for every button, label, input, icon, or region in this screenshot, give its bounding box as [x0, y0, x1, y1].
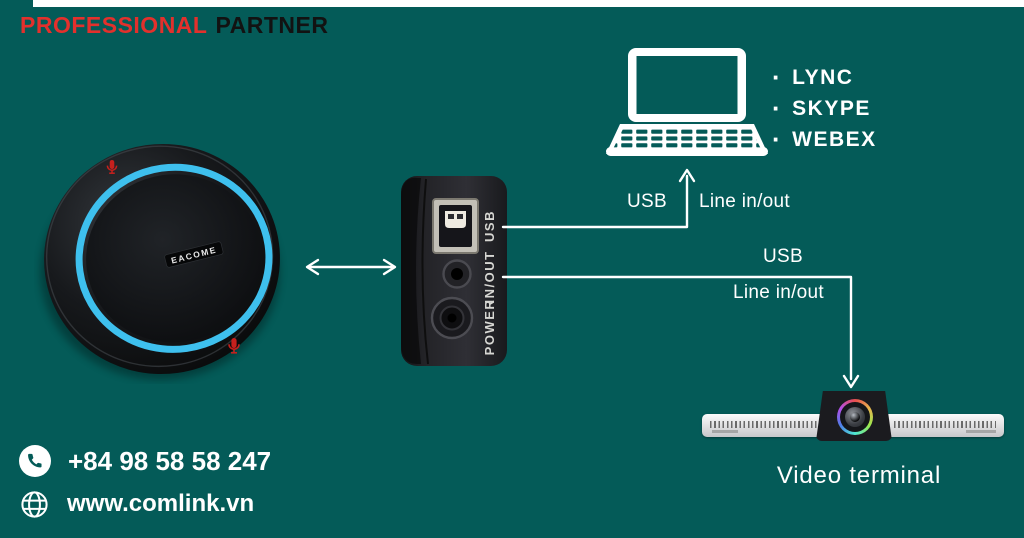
rear-panel-image: USB IN/OUT POWER [401, 176, 507, 366]
speaker-grille-left [710, 421, 820, 428]
bar-fineprint-left [712, 430, 738, 433]
app-item-webex: · WEBEX [772, 124, 877, 155]
globe-icon [17, 487, 51, 521]
audio-jack [442, 259, 472, 289]
arrow-left-icon [305, 258, 320, 276]
mic-icon-top [106, 160, 118, 174]
contact-phone-row: +84 98 58 58 247 [18, 444, 271, 478]
rear-panel-side [401, 177, 421, 364]
arrow-down-icon [842, 374, 860, 389]
arrow-right-icon [382, 258, 397, 276]
banner-title: PROFESSIONAL PARTNER [20, 12, 328, 39]
banner-word-professional: PROFESSIONAL [20, 12, 208, 38]
port-label-usb: USB [482, 210, 497, 242]
laptop-usb-label: USB [627, 191, 667, 212]
usb-port [432, 198, 479, 254]
video-terminal-group: Video terminal [698, 386, 1020, 496]
phone-number: +84 98 58 58 247 [68, 445, 272, 476]
terminal-line-label: Line in/out [733, 282, 824, 303]
bullet-icon: · [772, 62, 783, 92]
speakerphone-image: EACOME [40, 143, 280, 380]
mic-icon-bottom [228, 338, 240, 354]
camera-lens [837, 399, 873, 435]
port-label-inout: IN/OUT [482, 250, 497, 303]
app-item-skype: · SKYPE [772, 93, 877, 124]
power-jack [430, 296, 474, 340]
bullet-icon: · [772, 124, 783, 154]
app-item-lync: · LYNC [772, 62, 877, 93]
rear-panel-seam [421, 178, 429, 365]
contact-website-row: www.comlink.vn [17, 487, 254, 521]
phone-icon [18, 444, 52, 478]
bar-fineprint-right [966, 430, 996, 433]
speaker-grille-right [894, 421, 996, 428]
app-label: WEBEX [792, 128, 877, 151]
terminal-usb-label: USB [763, 246, 803, 267]
arrow-up-icon [678, 168, 696, 183]
port-label-power: POWER [482, 299, 497, 356]
banner-word-partner: PARTNER [215, 12, 329, 38]
laptop-apps-list: · LYNC · SKYPE · WEBEX [772, 62, 877, 155]
bullet-icon: · [772, 93, 783, 123]
connector-panel-to-laptop [501, 174, 689, 229]
led-ring [75, 163, 273, 353]
app-label: LYNC [792, 66, 854, 89]
video-terminal-caption: Video terminal [776, 462, 942, 489]
laptop-line-label: Line in/out [699, 191, 790, 212]
connector-panel-to-terminal [501, 275, 853, 381]
app-label: SKYPE [792, 97, 871, 120]
laptop-icon [606, 48, 768, 156]
website-url: www.comlink.vn [67, 490, 255, 517]
top-border-strip [33, 0, 1024, 7]
